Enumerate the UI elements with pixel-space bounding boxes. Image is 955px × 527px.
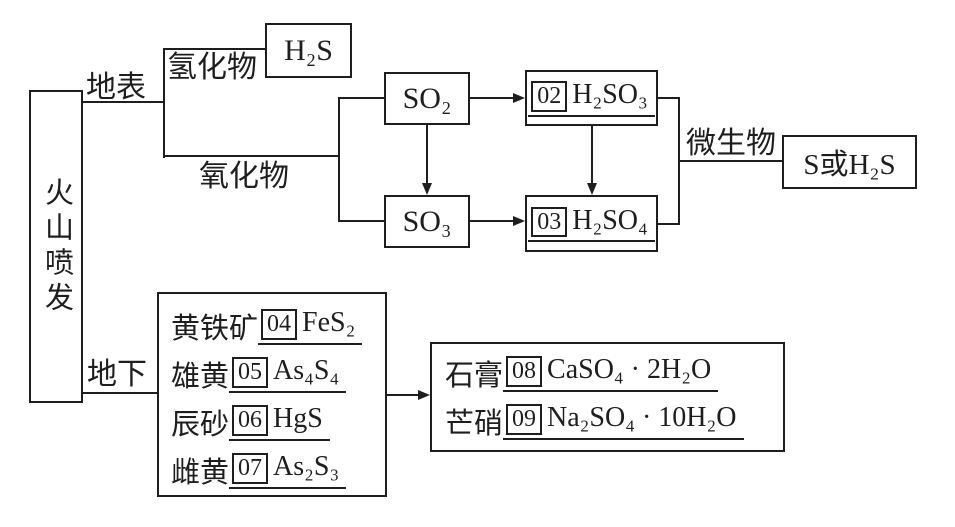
product-formula: Na₂SO₄ · 10H₂O [547,402,737,434]
arrow-so2-to-h2so3 [470,97,513,99]
arrowhead-icon [513,93,525,103]
number-badge: 09 [506,404,543,435]
arrowhead-icon [513,216,525,226]
branch-label-oxide: 氧化物 [199,160,289,193]
branch-label-microbe: 微生物 [686,127,776,160]
arrowhead-icon [418,390,430,400]
node-volcanic-eruption: 火山喷发 [29,90,83,403]
connector-to-so2 [338,97,384,99]
node-formula: S或H₂S [803,149,896,181]
branch-label-underground: 地下 [87,358,147,391]
node-h2s: H₂S [265,23,352,78]
connector-to-so3 [338,220,384,222]
node-formula: H₂SO₄ [572,204,648,236]
mineral-formula: FeS₂ [302,307,356,339]
connector-surface [82,101,164,103]
connector-oxide-bracket [338,97,340,222]
connector-oxide [163,155,340,157]
mineral-name: 雌黄 [171,457,230,489]
mineral-formula: As₄S₄ [273,355,340,387]
node-so3: SO₃ [384,195,470,248]
mineral-formula: As₂S₃ [273,451,340,483]
node-formula: SO₂ [402,81,452,115]
node-s-or-h2s: S或H₂S [782,135,917,189]
product-formula: CaSO₄ · 2H₂O [547,354,712,386]
connector-h2so4-out [658,223,680,225]
number-badge: 05 [232,357,269,388]
branch-label-surface: 地表 [86,71,146,104]
connector-surface-bracket [163,48,165,158]
arrow-h2so3-to-h2so4 [591,126,593,183]
connector-microbe [678,160,782,162]
arrow-so3-to-h2so4 [470,220,513,222]
number-badge: 04 [261,309,298,340]
connector-hydride [163,48,265,50]
node-formula: H₂S [284,33,333,67]
mineral-name: 黄铁矿 [171,313,259,345]
connector-underground [82,392,157,394]
node-formula: H₂SO₃ [572,79,648,111]
number-badge: 06 [232,405,269,436]
branch-label-hydride: 氢化物 [167,51,257,84]
number-badge: 02 [531,81,568,112]
number-badge: 07 [232,453,269,484]
arrow-minerals-to-products [387,394,418,396]
mineral-name: 雄黄 [171,361,230,393]
mineral-name: 辰砂 [171,409,230,441]
number-badge: 03 [531,206,568,238]
arrowhead-icon [587,183,597,195]
arrow-so2-to-so3 [426,125,428,183]
node-so2: SO₂ [384,72,470,125]
product-name: 芒硝 [445,408,504,440]
node-label: 火山喷发 [40,176,73,317]
product-name: 石膏 [445,360,504,392]
arrowhead-icon [422,183,432,195]
connector-h2so3-out [658,97,680,99]
number-badge: 08 [506,356,543,387]
mineral-formula: HgS [273,403,323,435]
node-formula: SO₃ [402,204,452,238]
